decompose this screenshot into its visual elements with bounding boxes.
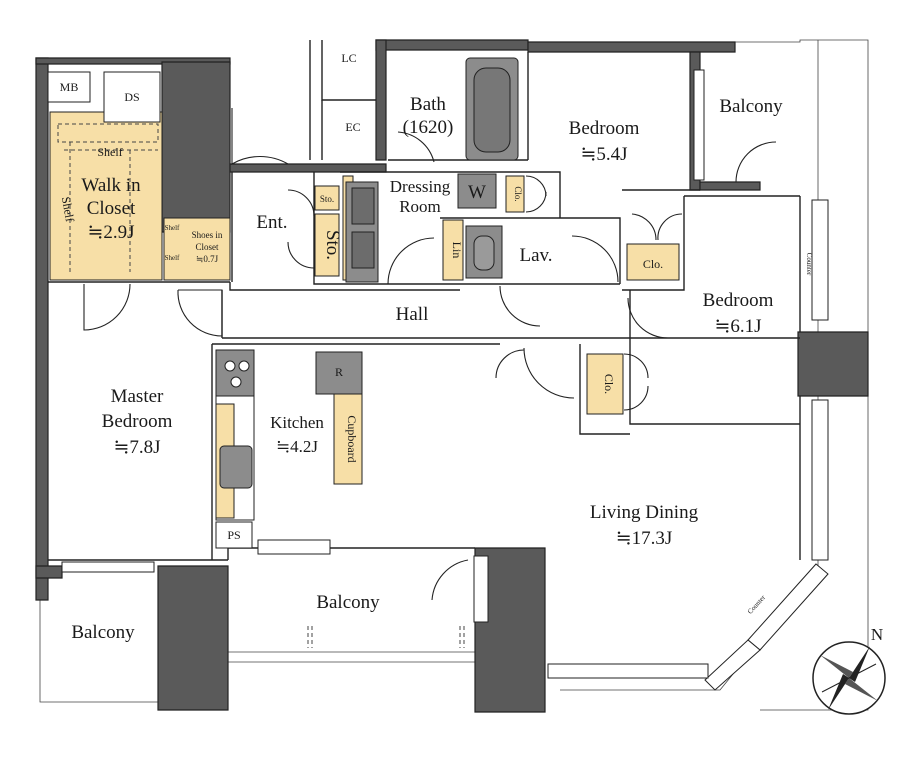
bath-label: Bath [410,94,446,115]
lc-label: LC [341,51,356,65]
bedroom-east-area: ≒6.1J [714,316,761,337]
master-bedroom-name-1: Master [111,386,164,407]
living-dining-area: ≒17.3J [616,528,673,549]
clo-bedroom-north-label: Clo. [643,257,663,271]
balcony-south-label: Balcony [316,592,380,613]
ec-label: EC [345,120,360,134]
bedroom-east-name: Bedroom [703,290,774,311]
shoes-name-1: Shoes in [192,230,223,240]
dressing-name-2: Room [399,197,441,216]
master-bedroom-name-2: Bedroom [102,411,173,432]
sto-large-label: Sto. [322,230,343,260]
shoes-name-2: Closet [195,242,219,252]
wic-shelf-top: Shelf [97,145,122,159]
bedroom-north-area: ≒5.4J [580,144,627,165]
shoes-shelf-a: Shelf [165,224,180,232]
counter-label-b: Counter [746,593,767,616]
bedroom-north-name: Bedroom [569,118,640,139]
hall-label: Hall [396,304,429,325]
closet-shelving [57,123,159,272]
living-dining-name: Living Dining [590,502,699,523]
ps-label: PS [227,528,240,542]
ds-label: DS [124,90,139,104]
doors [83,108,777,601]
counter-label-a: Counter [805,253,813,276]
shoes-shelf-b: Shelf [165,254,180,262]
interior-walls [48,40,801,561]
balcony-marks [307,626,465,648]
wic-name-1: Walk in [81,175,141,196]
windows [61,69,829,691]
compass-north-label: N [871,625,883,644]
balcony-south-west-label: Balcony [71,622,135,643]
lavatory-label: Lav. [519,245,552,266]
cupboard-label: Cupboard [345,415,359,462]
entrance-label: Ent. [256,212,287,233]
storage-closets [49,111,680,519]
shoes-area: ≒0.7J [196,254,219,264]
washer-label: W [468,182,486,203]
wic-area: ≒2.9J [87,222,134,243]
kitchen-area: ≒4.2J [276,437,318,456]
kitchen-name: Kitchen [270,413,324,432]
fixtures [215,57,519,521]
mb-label: MB [60,80,79,94]
utility-boxes [47,71,253,549]
sto-small-label: Sto. [320,194,334,204]
dressing-name-1: Dressing [390,177,451,196]
clo-bedroom-east-label: Clo. [602,374,616,394]
linen-label: Lin [450,242,464,259]
bath-size: (1620) [403,117,454,138]
wic-shelf-side: Shelf [59,196,77,223]
master-bedroom-area: ≒7.8J [113,437,160,458]
compass: N [812,625,886,715]
clo-dressing-label: Clo. [513,186,523,201]
balcony-north-east-label: Balcony [719,96,783,117]
fridge-label: R [335,365,343,379]
wic-name-2: Closet [87,198,136,219]
